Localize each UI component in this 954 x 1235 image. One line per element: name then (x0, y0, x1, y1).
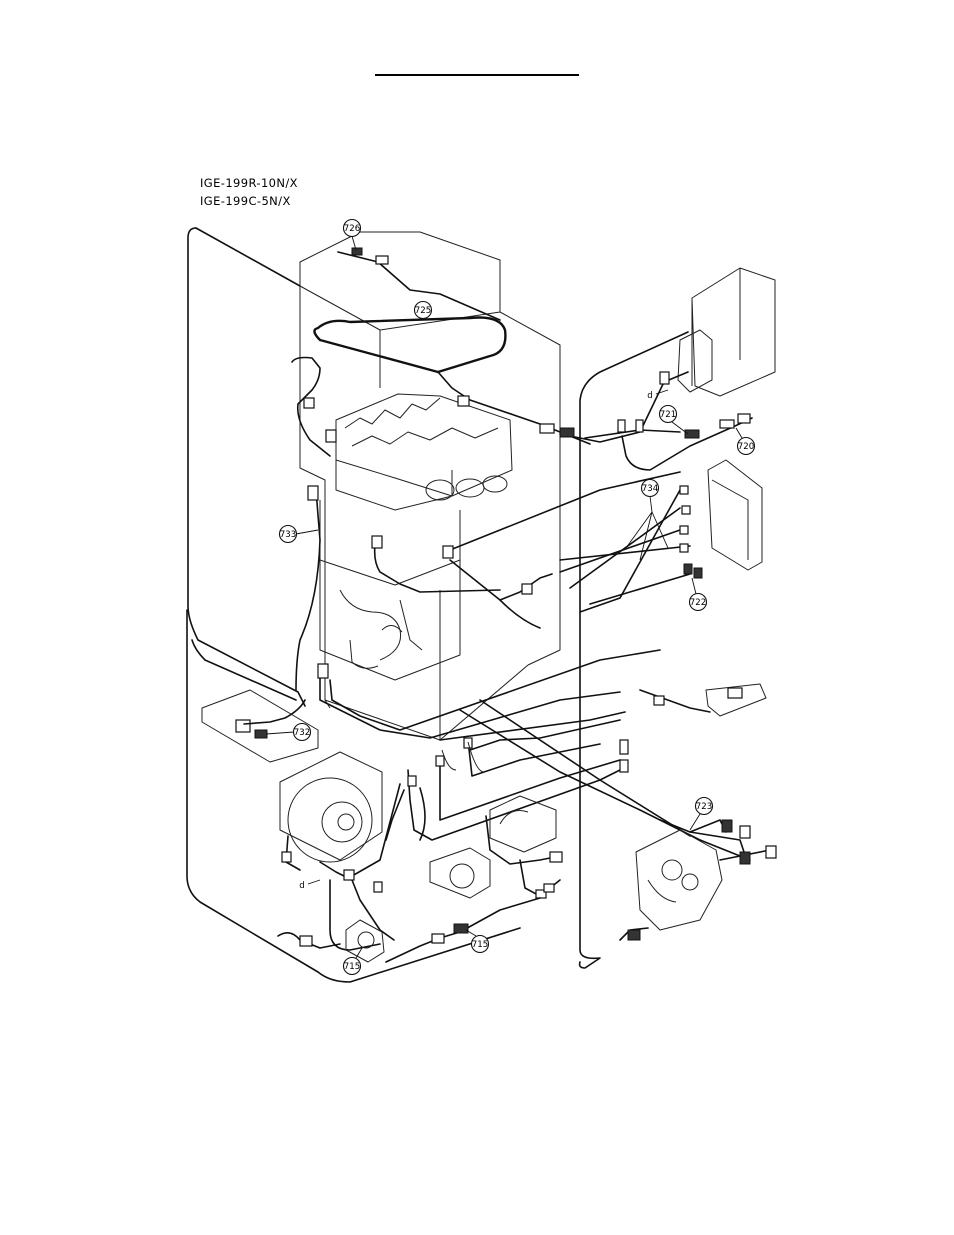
callout-725: 725 (413, 300, 433, 320)
svg-text:732: 732 (294, 728, 310, 738)
svg-text:723: 723 (696, 802, 712, 812)
upper-right-harness (539, 267, 776, 969)
title-underline (375, 74, 579, 76)
svg-text:733: 733 (280, 530, 296, 540)
svg-text:d: d (647, 391, 652, 401)
svg-text:d: d (299, 881, 304, 891)
callout-734: 734 (640, 478, 660, 513)
outer-harness (186, 227, 521, 983)
svg-text:725: 725 (415, 306, 431, 316)
control-board-harness (449, 459, 763, 613)
fan-motor (279, 751, 383, 871)
callout-732: 732 (265, 722, 312, 742)
model-number-2: IGE-199C-5N/X (200, 194, 291, 208)
transformer-board (201, 485, 321, 763)
marker-d-bottom: d (299, 879, 321, 891)
svg-text:722: 722 (690, 598, 706, 608)
svg-text:715: 715 (472, 940, 488, 950)
callout-715-right: 715 (465, 929, 490, 954)
middle-harness (317, 535, 767, 741)
svg-text:734: 734 (642, 484, 658, 494)
callout-726: 726 (342, 218, 362, 251)
svg-text:720: 720 (738, 442, 754, 452)
harness-715b (385, 897, 541, 963)
svg-text:715: 715 (344, 962, 360, 972)
water-valve-assembly (619, 819, 777, 941)
callout-715-left: 715 (342, 947, 363, 976)
callout-720: 720 (735, 427, 756, 456)
harness-715a (277, 861, 395, 963)
svg-text:726: 726 (344, 224, 360, 234)
marker-d-top: d (647, 389, 669, 401)
callout-733: 733 (278, 524, 319, 544)
callout-721: 721 (658, 404, 689, 435)
lower-harness (351, 699, 701, 877)
callout-723: 723 (689, 796, 714, 831)
gas-valve-assembly (429, 795, 563, 899)
svg-text:721: 721 (660, 410, 676, 420)
callout-722: 722 (688, 577, 708, 612)
heater-harness (291, 247, 591, 457)
model-number-1: IGE-199R-10N/X (200, 176, 298, 190)
